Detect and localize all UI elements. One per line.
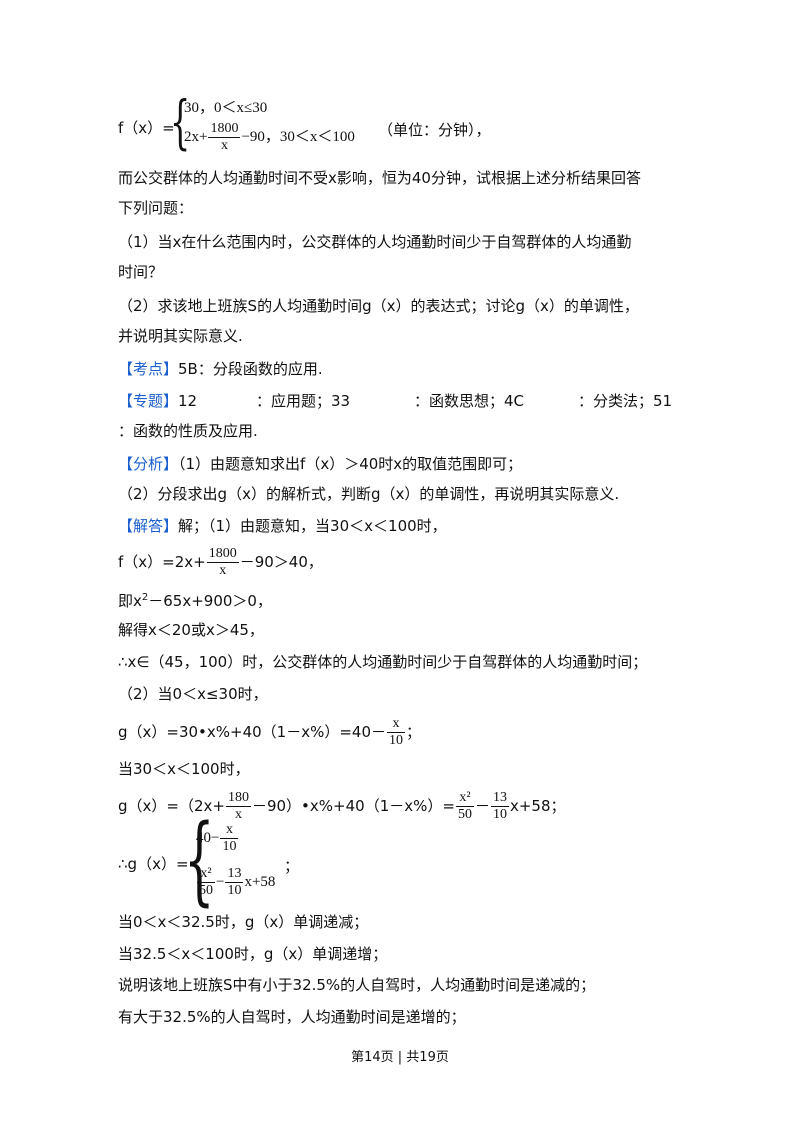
monotonic-2: 当32.5＜x＜100时，g（x）单调递增； <box>118 945 388 963</box>
question-1-line1: （1）当x在什么范围内时，公交群体的人均通勤时间少于自驾群体的人均通勤 <box>118 233 632 251</box>
equation-7: 当30＜x＜100时， <box>118 760 250 778</box>
paragraph-1: 而公交群体的人均通勤时间不受x影响，恒为40分钟，试根据上述分析结果回答 <box>118 169 641 187</box>
g-lhs: ∴g（x）= <box>118 855 189 873</box>
equation-5: （2）当0＜x≤30时， <box>118 685 268 703</box>
equation-3: 解得x＜20或x＞45， <box>118 621 264 639</box>
f-lhs: f（x）= <box>118 119 175 137</box>
jieda-line: 【解答】解；（1）由题意知，当30＜x＜100时， <box>118 517 447 535</box>
equation-2: 即x2－65x+900＞0， <box>118 592 272 610</box>
g-brace: { <box>184 804 215 916</box>
jieda-tag: 【解答】 <box>118 517 179 535</box>
meaning-1: 说明该地上班族S中有小于32.5%的人自驾时，人均通勤时间是递减的； <box>118 976 596 994</box>
fenxi-line2: （2）分段求出g（x）的解析式，判断g（x）的单调性，再说明其实际意义. <box>118 485 620 503</box>
question-1-line2: 时间？ <box>118 263 164 281</box>
kaodian-tag: 【考点】 <box>118 360 179 378</box>
page-footer: 第14页 | 共19页 <box>351 1050 449 1065</box>
question-2-line1: （2）求该地上班族S的人均通勤时间g（x）的表达式；讨论g（x）的单调性， <box>118 297 639 315</box>
monotonic-1: 当0＜x＜32.5时，g（x）单调递减； <box>118 913 369 931</box>
fenxi-tag: 【分析】 <box>118 455 179 473</box>
equation-4: ∴x∈（45，100）时，公交群体的人均通勤时间少于自驾群体的人均通勤时间； <box>118 653 648 671</box>
zhuanti-line2: ：函数的性质及应用. <box>118 422 258 440</box>
meaning-2: 有大于32.5%的人自驾时，人均通勤时间是递增的； <box>118 1008 466 1026</box>
f-brace: { <box>170 88 191 156</box>
question-2-line2: 并说明其实际意义. <box>118 327 243 345</box>
zhuanti-tag: 【专题】 <box>118 392 179 410</box>
f-unit: （单位：分钟）， <box>378 121 491 139</box>
fenxi-line1: 【分析】（1）由题意知求出f（x）＞40时x的取值范围即可； <box>118 455 523 473</box>
zhuanti-line: 【专题】12 ：应用题；33 ：函数思想；4C ：分类法；51 <box>118 392 673 410</box>
paragraph-2: 下列问题： <box>118 199 194 217</box>
kaodian-line: 【考点】5B：分段函数的应用. <box>118 360 323 378</box>
f-case1: 30，0＜x≤30 <box>184 100 268 116</box>
g-tail: ； <box>284 857 300 875</box>
